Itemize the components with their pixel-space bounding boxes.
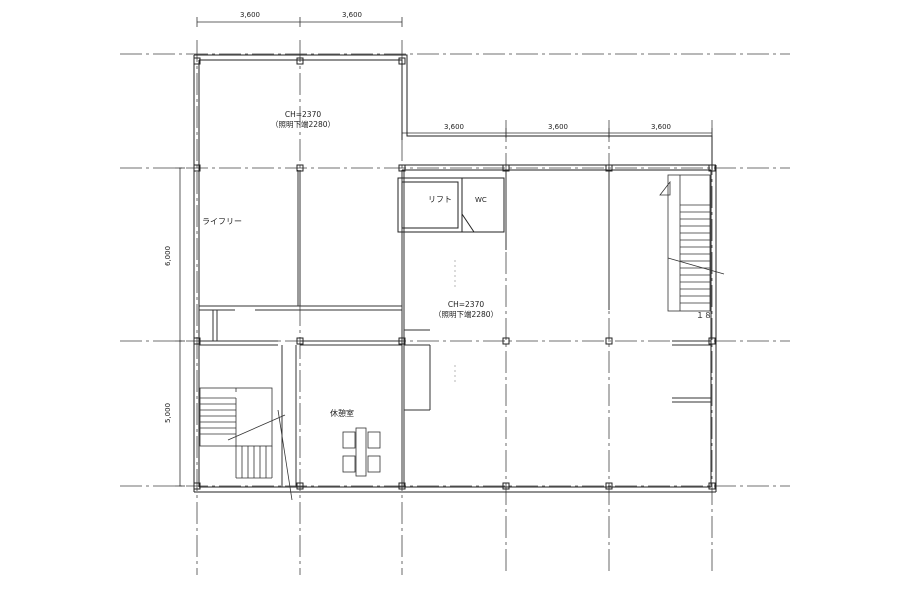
dim-top-1: 3,600 (240, 11, 260, 19)
lounge-table (355, 427, 367, 477)
dim-top-2: 3,600 (342, 11, 362, 19)
ceiling-note-north: CH=2370 (285, 110, 321, 119)
interior-walls (199, 170, 711, 487)
room-label-lift: リフト (428, 195, 452, 204)
lounge-chair (367, 431, 381, 449)
exterior-walls (193, 54, 717, 493)
room-label-wc: WC (475, 196, 487, 204)
ceiling-notes: CH=2370 （照明下端2280） CH=2370 （照明下端2280） (271, 110, 498, 319)
ceiling-note-north-sub: （照明下端2280） (271, 119, 335, 129)
dim-left-1: 6,000 (164, 246, 172, 266)
dim-mid-3: 3,600 (651, 123, 671, 131)
room-label-library: ライフリー (202, 217, 242, 226)
dimension-labels: 3,600 3,600 3,600 3,600 3,600 6,000 5,00… (164, 11, 671, 423)
stair-a (199, 387, 293, 501)
dimension-lines (175, 17, 713, 487)
lift-wc-block (397, 177, 505, 233)
lounge-chair (342, 431, 356, 449)
lounge-furniture (342, 427, 381, 477)
dim-left-2: 5,000 (164, 403, 172, 423)
room-label-lounge: 休憩室 (330, 408, 354, 418)
lounge-chair (367, 455, 381, 473)
stair-number-label: １８ (696, 311, 712, 320)
stair-b (659, 174, 725, 312)
lounge-chair (342, 455, 356, 473)
dim-mid-2: 3,600 (548, 123, 568, 131)
dim-mid-1: 3,600 (444, 123, 464, 131)
columns (193, 57, 716, 490)
ceiling-note-central-sub: （照明下端2280） (434, 309, 498, 319)
room-labels: ライフリー リフト WC 休憩室 １８ (202, 195, 712, 418)
ceiling-note-central: CH=2370 (448, 300, 484, 309)
